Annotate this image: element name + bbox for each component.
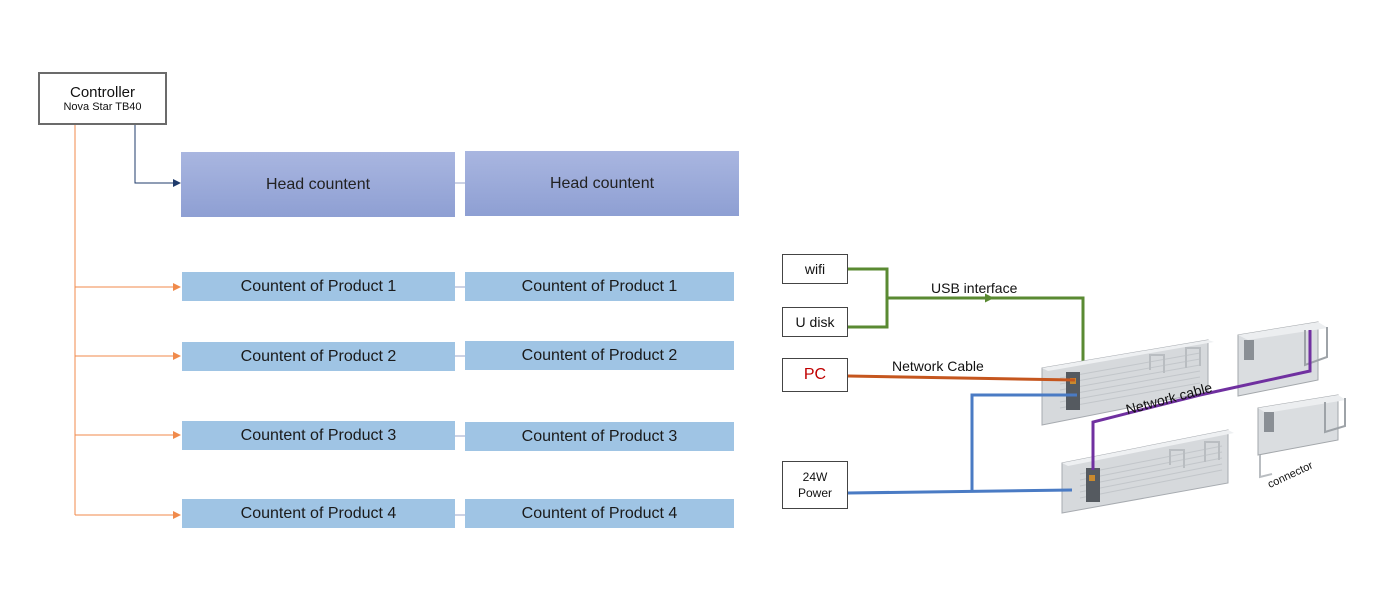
pc-box: PC xyxy=(782,358,848,392)
pc-label: PC xyxy=(803,366,827,383)
power-label-line1: 24W xyxy=(802,469,828,484)
product-label: Countent of Product 4 xyxy=(240,504,397,522)
power-box: 24W Power xyxy=(782,461,848,509)
usb-interface-label: USB interface xyxy=(931,280,1018,296)
product-label: Countent of Product 4 xyxy=(521,504,678,522)
product-2-box-left: Countent of Product 2 xyxy=(182,342,455,371)
head-content-label: Head countent xyxy=(549,174,655,192)
head-content-label: Head countent xyxy=(265,175,371,193)
led-module-upper xyxy=(1041,339,1214,426)
power-label-line2: Power xyxy=(797,486,832,500)
controller-branch-lines xyxy=(74,125,181,519)
head-link-line xyxy=(134,125,181,187)
controller-box: Controller Nova Star TB40 xyxy=(38,72,167,125)
controller-model: Nova Star TB40 xyxy=(63,100,142,113)
wifi-label: wifi xyxy=(804,261,826,277)
pc-network-line xyxy=(847,374,1076,382)
product-3-box-right: Countent of Product 3 xyxy=(465,422,734,451)
product-label: Countent of Product 3 xyxy=(240,426,397,444)
product-label: Countent of Product 2 xyxy=(240,347,397,365)
wifi-box: wifi xyxy=(782,254,848,284)
connector-bracket-upper xyxy=(1237,321,1328,397)
network-link-line xyxy=(1091,330,1312,470)
network-cable-pc-label: Network Cable xyxy=(892,358,984,374)
led-module-lower xyxy=(1061,429,1234,514)
product-label: Countent of Product 1 xyxy=(521,277,678,295)
product-3-box-left: Countent of Product 3 xyxy=(182,421,455,450)
product-1-box-left: Countent of Product 1 xyxy=(182,272,455,301)
head-content-box-left: Head countent xyxy=(181,152,455,217)
head-content-box-right: Head countent xyxy=(465,151,739,216)
udisk-label: U disk xyxy=(795,314,835,330)
connector-bracket-lower xyxy=(1257,394,1346,479)
power-line xyxy=(847,393,1077,495)
product-4-box-left: Countent of Product 4 xyxy=(182,499,455,528)
product-4-box-right: Countent of Product 4 xyxy=(465,499,734,528)
udisk-box: U disk xyxy=(782,307,848,337)
product-label: Countent of Product 1 xyxy=(240,277,397,295)
product-label: Countent of Product 2 xyxy=(521,346,678,364)
product-1-box-right: Countent of Product 1 xyxy=(465,272,734,301)
column-link-lines xyxy=(455,182,465,516)
controller-title: Controller xyxy=(69,83,136,101)
product-2-box-right: Countent of Product 2 xyxy=(465,341,734,370)
product-label: Countent of Product 3 xyxy=(521,427,678,445)
